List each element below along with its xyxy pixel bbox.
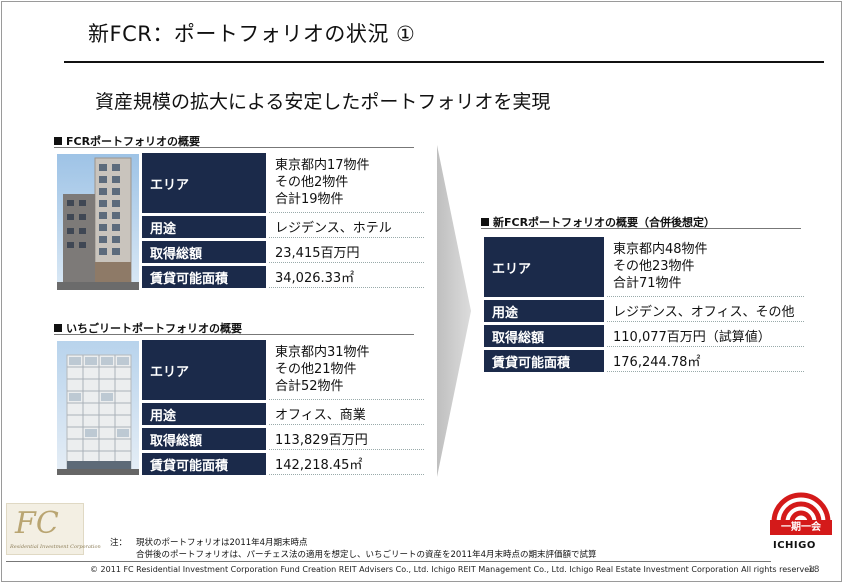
bullet-square-icon — [481, 218, 489, 226]
row-value: 23,415百万円 — [269, 241, 424, 263]
row-label: 用途 — [142, 403, 266, 425]
fcr-heading-text: FCRポートフォリオの概要 — [66, 135, 201, 148]
row-label: エリア — [484, 237, 604, 297]
table-row: 用途 オフィス、商業 — [142, 403, 424, 425]
ichigo-wordmark: ICHIGO — [773, 540, 816, 551]
row-value: レジデンス、オフィス、その他 — [607, 300, 804, 322]
table-row: 取得総額 23,415百万円 — [142, 241, 424, 263]
ichigo-reit-heading-rule — [54, 334, 414, 335]
row-label: 賃貸可能面積 — [142, 453, 266, 475]
ichigo-band-text: 一期一会 — [770, 520, 832, 535]
table-row: 用途 レジデンス、ホテル — [142, 216, 424, 238]
fc-monogram: FC — [15, 506, 59, 541]
table-row: 取得総額 110,077百万円（試算値） — [484, 325, 804, 347]
footnote-line-1: 現状のポートフォリオは2011年4月期末時点 — [136, 538, 308, 548]
row-value: 東京都内48物件 その他23物件 合計71物件 — [607, 237, 804, 297]
row-value: レジデンス、ホテル — [269, 216, 424, 238]
new-fcr-heading-text: 新FCRポートフォリオの概要（合併後想定） — [493, 216, 716, 229]
table-row: 賃貸可能面積 142,218.45㎡ — [142, 453, 424, 475]
row-value: 110,077百万円（試算値） — [607, 325, 804, 347]
row-value: オフィス、商業 — [269, 403, 424, 425]
table-row: 用途 レジデンス、オフィス、その他 — [484, 300, 804, 322]
row-label: エリア — [142, 153, 266, 213]
fc-logo-caption: Residential Investment Corporation — [10, 544, 101, 550]
new-fcr-section-heading: 新FCRポートフォリオの概要（合併後想定） — [481, 214, 715, 230]
ichigo-logo: 一期一会 ICHIGO — [770, 492, 832, 554]
row-value: 113,829百万円 — [269, 428, 424, 450]
ichigo-reit-building-photo — [57, 341, 139, 475]
footer-rule — [6, 561, 771, 562]
row-label: 賃貸可能面積 — [142, 266, 266, 288]
row-value: 34,026.33㎡ — [269, 266, 424, 288]
footnote-mark: 注： — [110, 538, 128, 548]
fcr-heading-rule — [54, 147, 414, 148]
bullet-square-icon — [54, 137, 62, 145]
title-underline — [64, 61, 824, 63]
fcr-section-heading: FCRポートフォリオの概要 — [54, 133, 200, 149]
row-label: エリア — [142, 340, 266, 400]
row-label: 取得総額 — [142, 428, 266, 450]
ichigo-rings-icon — [771, 492, 831, 522]
ichigo-reit-section-heading: いちごリートポートフォリオの概要 — [54, 320, 242, 336]
row-label: 用途 — [142, 216, 266, 238]
row-label: 用途 — [484, 300, 604, 322]
ichigo-reit-heading-text: いちごリートポートフォリオの概要 — [66, 322, 242, 335]
footnote-line-2: 合併後のポートフォリオは、パーチェス法の適用を想定し、いちごリートの資産を201… — [136, 550, 597, 560]
row-value: 176,244.78㎡ — [607, 350, 804, 372]
table-row: 取得総額 113,829百万円 — [142, 428, 424, 450]
page-number: 18 — [808, 565, 820, 575]
bullet-square-icon — [54, 324, 62, 332]
page-title: 新FCR：ポートフォリオの状況 ① — [88, 22, 416, 46]
table-row: 賃貸可能面積 176,244.78㎡ — [484, 350, 804, 372]
new-fcr-heading-rule — [481, 228, 801, 229]
row-label: 賃貸可能面積 — [484, 350, 604, 372]
copyright-footer: © 2011 FC Residential Investment Corpora… — [90, 565, 817, 574]
table-row: エリア 東京都内31物件 その他21物件 合計52物件 — [142, 340, 424, 400]
fc-residential-logo: FC Residential Investment Corporation — [6, 503, 101, 555]
page-subtitle: 資産規模の拡大による安定したポートフォリオを実現 — [95, 91, 551, 113]
row-label: 取得総額 — [484, 325, 604, 347]
table-row: エリア 東京都内17物件 その他2物件 合計19物件 — [142, 153, 424, 213]
fcr-building-photo — [57, 154, 139, 290]
footnote: 注： 現状のポートフォリオは2011年4月期末時点 合併後のポートフォリオは、パー… — [110, 537, 597, 561]
row-value: 東京都内31物件 その他21物件 合計52物件 — [269, 340, 424, 400]
row-value: 142,218.45㎡ — [269, 453, 424, 475]
table-row: エリア 東京都内48物件 その他23物件 合計71物件 — [484, 237, 804, 297]
new-fcr-summary-table: エリア 東京都内48物件 その他23物件 合計71物件 用途 レジデンス、オフィ… — [484, 234, 804, 375]
ichigo-reit-summary-table: エリア 東京都内31物件 その他21物件 合計52物件 用途 オフィス、商業 取… — [142, 337, 424, 478]
fcr-summary-table: エリア 東京都内17物件 その他2物件 合計19物件 用途 レジデンス、ホテル … — [142, 150, 424, 291]
table-row: 賃貸可能面積 34,026.33㎡ — [142, 266, 424, 288]
row-label: 取得総額 — [142, 241, 266, 263]
merge-arrow-icon — [437, 145, 473, 481]
row-value: 東京都内17物件 その他2物件 合計19物件 — [269, 153, 424, 213]
